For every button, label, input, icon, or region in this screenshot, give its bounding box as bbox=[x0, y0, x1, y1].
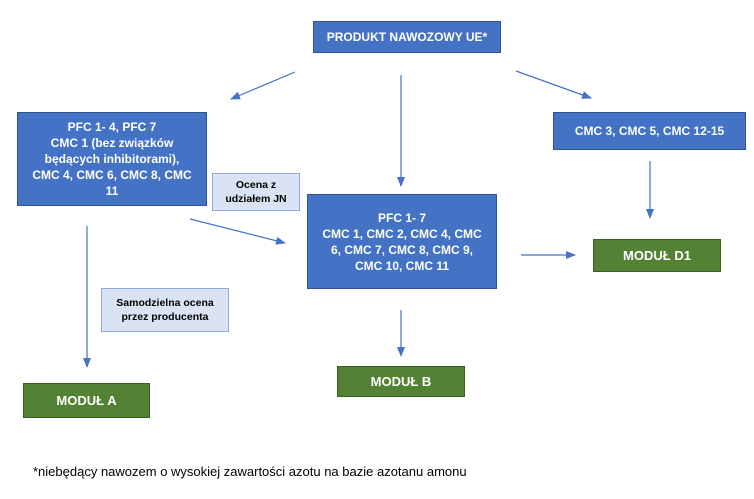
note-jn: Ocena z udziałem JN bbox=[212, 173, 300, 211]
arrow-root-to-right bbox=[515, 70, 592, 99]
node-center: PFC 1- 7 CMC 1, CMC 2, CMC 4, CMC 6, CMC… bbox=[307, 194, 497, 289]
node-root: PRODUKT NAWOZOWY UE* bbox=[313, 21, 501, 53]
node-right: CMC 3, CMC 5, CMC 12-15 bbox=[553, 112, 746, 150]
arrow-left-to-center bbox=[189, 218, 286, 245]
node-left: PFC 1- 4, PFC 7 CMC 1 (bez związków będą… bbox=[17, 112, 207, 206]
note-self: Samodzielna ocena przez producenta bbox=[101, 288, 229, 332]
modul-d1: MODUŁ D1 bbox=[593, 239, 721, 272]
modul-a: MODUŁ A bbox=[23, 383, 150, 418]
footnote: *niebędący nawozem o wysokiej zawartości… bbox=[33, 464, 467, 479]
modul-b: MODUŁ B bbox=[337, 366, 465, 397]
arrow-root-to-left bbox=[230, 71, 296, 100]
